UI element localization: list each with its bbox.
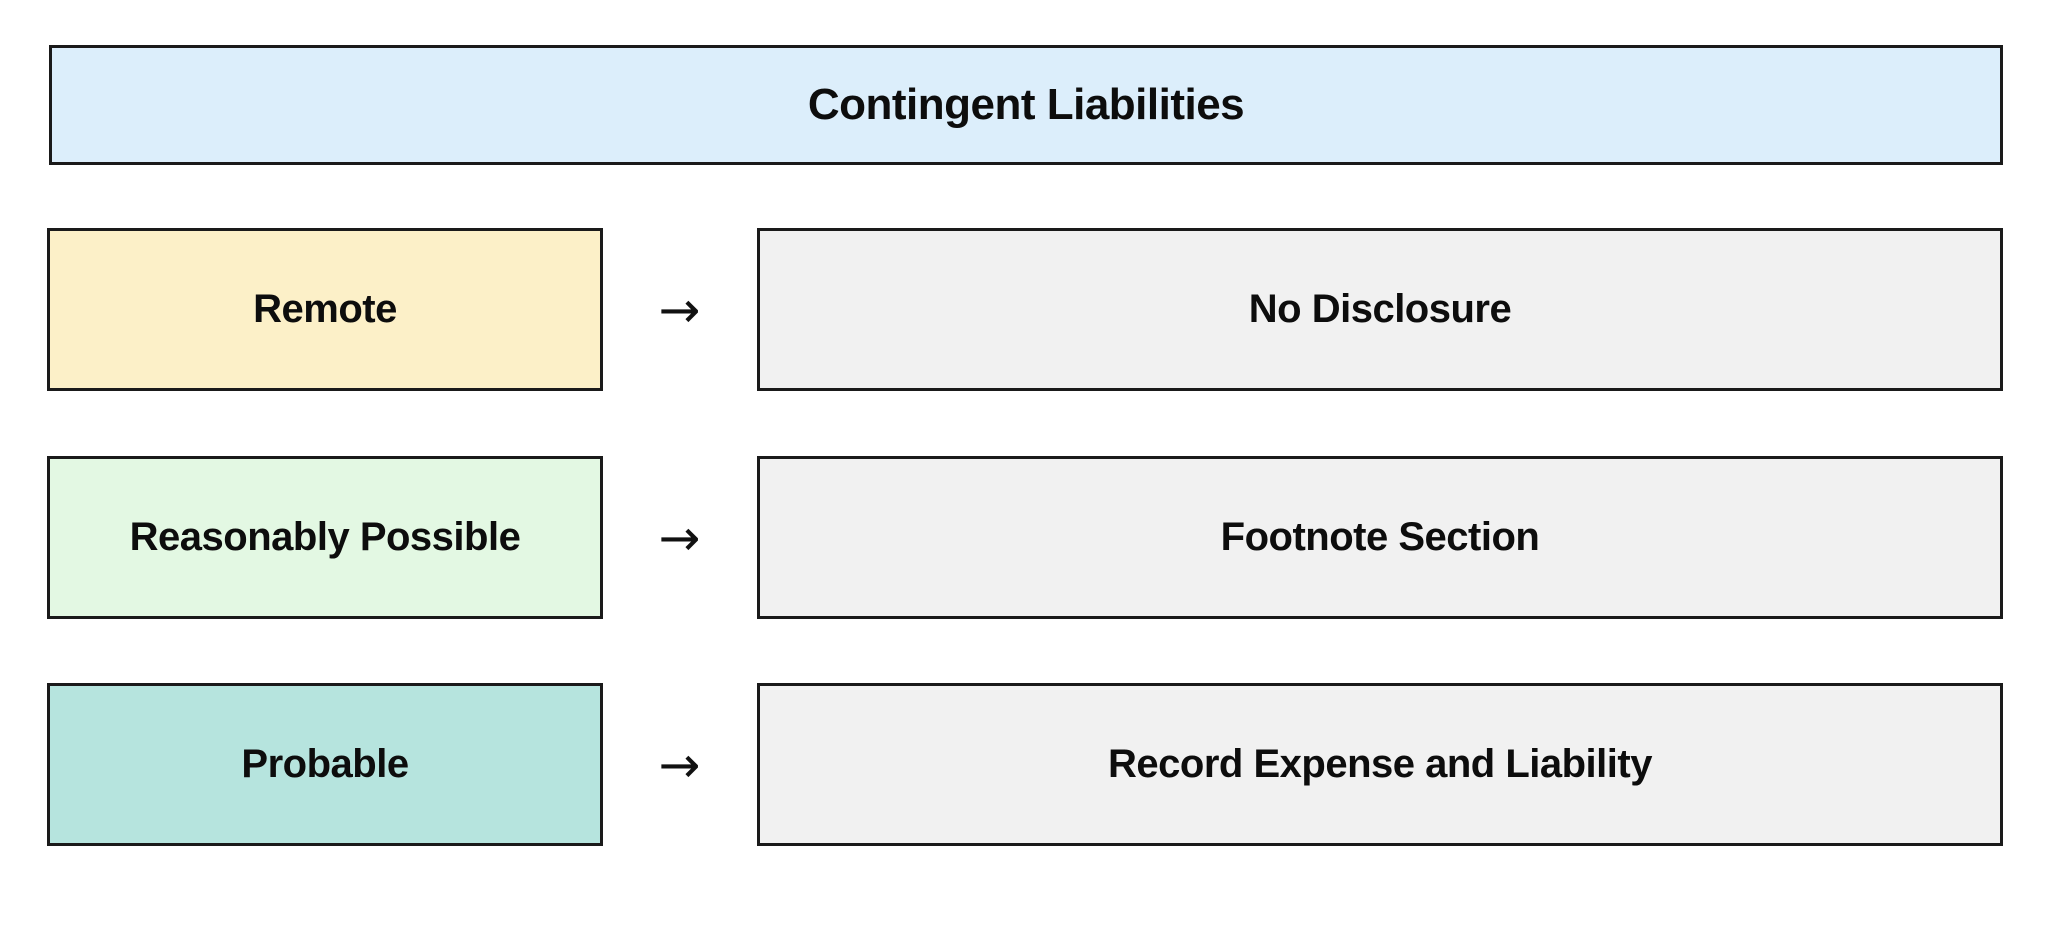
arrow-right-icon: →	[658, 280, 701, 339]
treatment-box-record-expense-and-liability: Record Expense and Liability	[757, 683, 2003, 846]
condition-box-remote: Remote	[47, 228, 603, 391]
arrow-right-icon: →	[658, 508, 701, 567]
treatment-box-no-disclosure: No Disclosure	[757, 228, 2003, 391]
arrow-right-icon: →	[658, 735, 701, 794]
condition-box-reasonably-possible: Reasonably Possible	[47, 456, 603, 619]
condition-box-probable: Probable	[47, 683, 603, 846]
treatment-box-footnote-section: Footnote Section	[757, 456, 2003, 619]
diagram-title: Contingent Liabilities	[49, 45, 2003, 165]
